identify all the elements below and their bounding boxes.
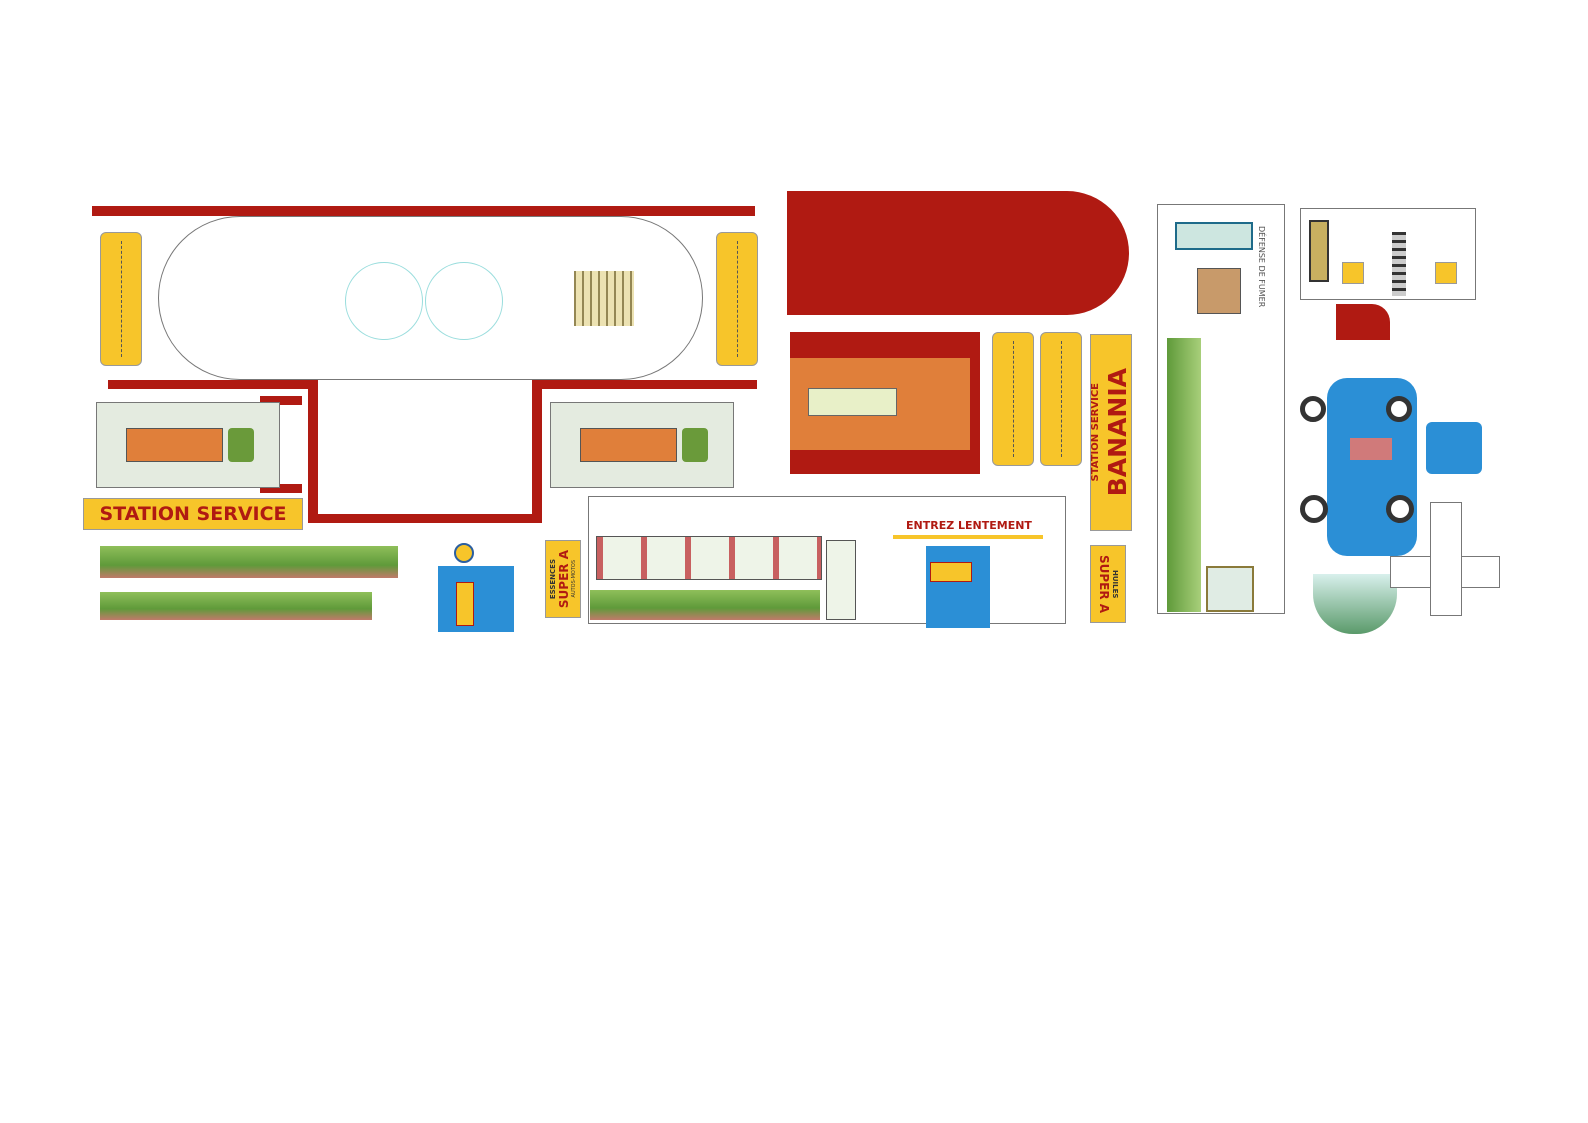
defense-de-fumer-label: DÉFENSE DE FUMER: [1257, 226, 1266, 308]
fuel-pump-piece: [438, 566, 514, 632]
platform-red-edge: [532, 380, 542, 520]
car-wheel: [1386, 396, 1412, 422]
banania-sign-small: STATION SERVICE: [1090, 383, 1101, 482]
huiles-top: HUILES: [1111, 569, 1119, 599]
platform-red-edge: [108, 380, 318, 389]
banania-sign-big: BANANIA: [1103, 368, 1132, 497]
entrez-lentement-label: ENTREZ LENTEMENT: [906, 519, 1032, 532]
banania-sign: STATION SERVICE BANANIA: [1090, 334, 1132, 531]
platform-red-edge: [535, 380, 757, 389]
clock-icon: [1342, 262, 1364, 284]
essences-main: SUPER A: [557, 549, 571, 609]
platform-red-tab: [260, 484, 302, 493]
wall-window: [1175, 222, 1253, 250]
planter-flowers: [228, 428, 254, 462]
facade-door: [826, 540, 856, 620]
yellow-strip: [716, 232, 758, 366]
wall-flowers: [1167, 338, 1201, 612]
car-wheel: [1300, 495, 1328, 523]
pump-panel: [456, 582, 474, 626]
platform-red-edge: [308, 514, 542, 523]
house-ladder: [1392, 232, 1406, 296]
yellow-strip: [1040, 332, 1082, 466]
car-wheel: [1300, 396, 1326, 422]
house-wall-piece: [1300, 208, 1476, 300]
planter-orange: [126, 428, 223, 462]
roof-piece: [787, 191, 1129, 315]
house-door: [1309, 220, 1329, 282]
small-roof-piece: [1336, 304, 1390, 340]
pump-front-panel: [930, 562, 972, 582]
fountain-skirt: [1313, 574, 1397, 634]
wall-tool-board: [1197, 268, 1241, 314]
platform-circle: [345, 262, 423, 340]
flower-border-strip: [100, 546, 398, 578]
pump-globe: [454, 543, 474, 563]
planter-flowers: [682, 428, 708, 462]
cube-net: [1430, 502, 1462, 616]
essences-top: ESSENCES: [549, 558, 557, 600]
building-window: [808, 388, 897, 416]
platform-red-edge: [308, 380, 318, 520]
pump-front: [926, 546, 990, 628]
facade-windows: [596, 536, 822, 580]
station-service-label: STATION SERVICE: [99, 503, 287, 525]
platform-grid: [574, 271, 634, 326]
yellow-strip: [992, 332, 1034, 466]
huiles-sign: SUPER A HUILES: [1090, 545, 1126, 623]
station-service-sign: STATION SERVICE: [83, 498, 303, 530]
platform-red-edge-top: [92, 206, 755, 216]
planter-orange: [580, 428, 677, 462]
essences-sub: AUTOS-MOTOS: [571, 560, 577, 598]
car-wheel: [1386, 495, 1414, 523]
facade-flowers: [590, 590, 820, 620]
wall-door: [1206, 566, 1254, 612]
platform-circle: [425, 262, 503, 340]
flower-border-strip: [100, 592, 372, 620]
yellow-strip: [100, 232, 142, 366]
essences-sign: ESSENCES SUPER A AUTOS-MOTOS: [545, 540, 581, 618]
platform-red-tab: [260, 396, 302, 405]
car-seat: [1350, 438, 1392, 460]
huiles-main: SUPER A: [1097, 554, 1111, 614]
clock-icon: [1435, 262, 1457, 284]
awning-strip: [893, 535, 1043, 539]
car-small-piece: [1426, 422, 1482, 474]
